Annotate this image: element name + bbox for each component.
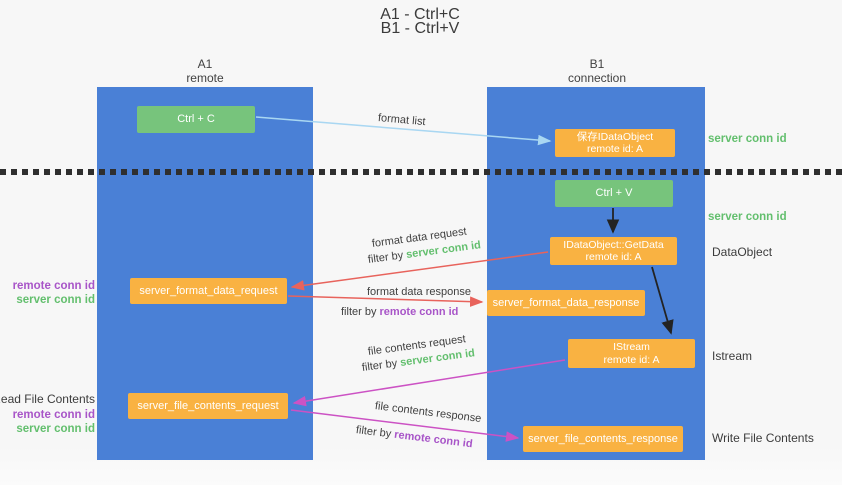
format-data-response-filter-label: filter by remote conn id xyxy=(341,306,458,318)
title-line-b1: B1 - Ctrl+V xyxy=(380,20,460,37)
getdata-node: IDataObject::GetData remote id: A xyxy=(550,237,677,265)
getdata-to-istream-arrow xyxy=(651,266,674,335)
server-file-contents-response-label: server_file_contents_response xyxy=(528,432,678,445)
server-format-data-response-node: server_format_data_response xyxy=(487,290,645,316)
ctrl-v-label: Ctrl + V xyxy=(595,187,633,199)
istream-title: IStream xyxy=(613,341,650,353)
ctrl-c-node: Ctrl + C xyxy=(137,106,255,133)
server-format-data-response-label: server_format_data_response xyxy=(492,296,640,309)
server-format-data-request-node: server_format_data_request xyxy=(130,278,287,304)
read-file-contents-annotation: Read File Contents xyxy=(0,392,95,406)
conn-id-pair-file: remote conn id server conn id xyxy=(13,408,95,436)
server-file-contents-request-label: server_file_contents_request xyxy=(137,399,279,412)
conn-id-pair-format: remote conn id server conn id xyxy=(13,279,95,307)
lifeline-a1-name: A1 xyxy=(197,57,213,71)
dataobject-annotation: DataObject xyxy=(712,245,773,259)
format-list-arrow xyxy=(255,116,552,146)
write-file-contents-annotation: Write File Contents xyxy=(712,431,814,445)
lifeline-a1-role: remote xyxy=(186,71,224,85)
ctrl-c-label: Ctrl + C xyxy=(177,113,215,125)
format-data-response-flow-label: format data response xyxy=(367,286,471,298)
server-file-contents-response-node: server_file_contents_response xyxy=(523,426,683,452)
ctrl-v-node: Ctrl + V xyxy=(555,180,673,207)
save-idataobject-remote-id: remote id: A xyxy=(586,143,644,155)
title-line-a1: A1 - Ctrl+C xyxy=(380,6,460,23)
istream-remote-id: remote id: A xyxy=(603,353,660,366)
lifeline-header-b1: B1 connection xyxy=(527,57,667,85)
server-conn-id-label: server conn id xyxy=(16,423,95,435)
file-contents-response-arrow xyxy=(290,409,520,442)
server-conn-id-label: server conn id xyxy=(16,294,95,306)
filter-by-text: filter by xyxy=(341,306,377,318)
remote-conn-id-label: remote conn id xyxy=(12,409,95,421)
format-data-request-arrow xyxy=(290,251,549,291)
save-idataobject-node: 保存IDataObject remote id: A xyxy=(555,129,675,157)
file-contents-request-arrow xyxy=(292,359,566,407)
server-conn-id-annotation-top: server conn id xyxy=(708,133,787,145)
remote-conn-id-label: remote conn id xyxy=(12,280,95,292)
getdata-title: IDataObject::GetData xyxy=(563,238,664,251)
format-data-response-arrow xyxy=(287,295,484,307)
server-conn-id-annotation-mid: server conn id xyxy=(708,211,787,223)
save-idataobject-title: 保存IDataObject xyxy=(576,130,654,143)
server-format-data-request-label: server_format_data_request xyxy=(139,284,278,297)
diagram-title: A1 - Ctrl+C B1 - Ctrl+V xyxy=(330,6,510,37)
lifeline-b1-role: connection xyxy=(567,71,627,85)
remote-conn-id-key: remote conn id xyxy=(379,306,459,318)
server-file-contents-request-node: server_file_contents_request xyxy=(128,393,288,419)
getdata-remote-id: remote id: A xyxy=(585,251,642,263)
lifeline-header-a1: A1 remote xyxy=(135,57,275,85)
lifeline-b1-name: B1 xyxy=(589,57,605,71)
machine-boundary-dotted-line xyxy=(0,169,842,175)
istream-annotation: Istream xyxy=(712,349,753,363)
istream-node: IStream remote id: A xyxy=(568,339,695,368)
